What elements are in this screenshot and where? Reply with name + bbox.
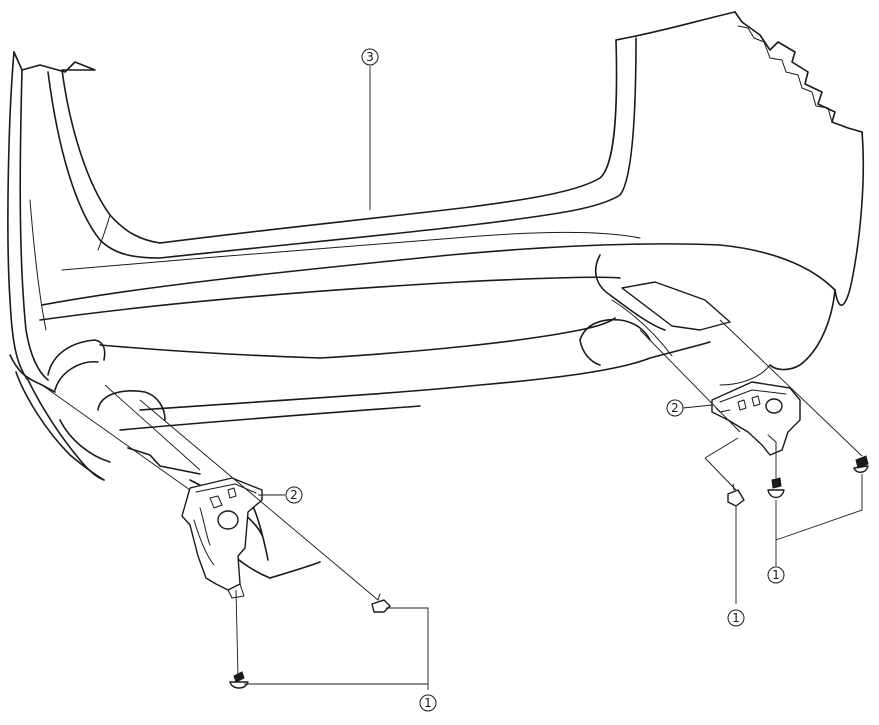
callout-fastener-bottom-left: 1 [419,694,437,712]
callout-label: 1 [732,611,740,625]
callout-fastener-bottom-right-a: 1 [727,609,745,627]
callout-label: 1 [772,568,780,582]
clip-fastener-right-lower [727,483,745,507]
callout-bracket-left: 2 [285,486,303,504]
screw-fastener-left-lower [229,671,249,689]
clip-fastener-left-upper [371,593,391,613]
right-bumper-bracket [711,381,801,456]
rear-bumper-cover [7,11,865,579]
clip-fastener-right-far [853,455,869,473]
callout-label: 1 [424,696,432,710]
callout-fastener-bottom-right-b: 1 [767,566,785,584]
callout-label: 3 [366,50,374,64]
callout-label: 2 [671,401,679,415]
left-bumper-bracket [181,477,263,599]
callout-label: 2 [290,488,298,502]
callout-bracket-right: 2 [666,399,684,417]
screw-fastener-right-center [767,477,785,499]
callout-bumper: 3 [361,48,379,66]
assembly-leader-lines [41,66,863,690]
